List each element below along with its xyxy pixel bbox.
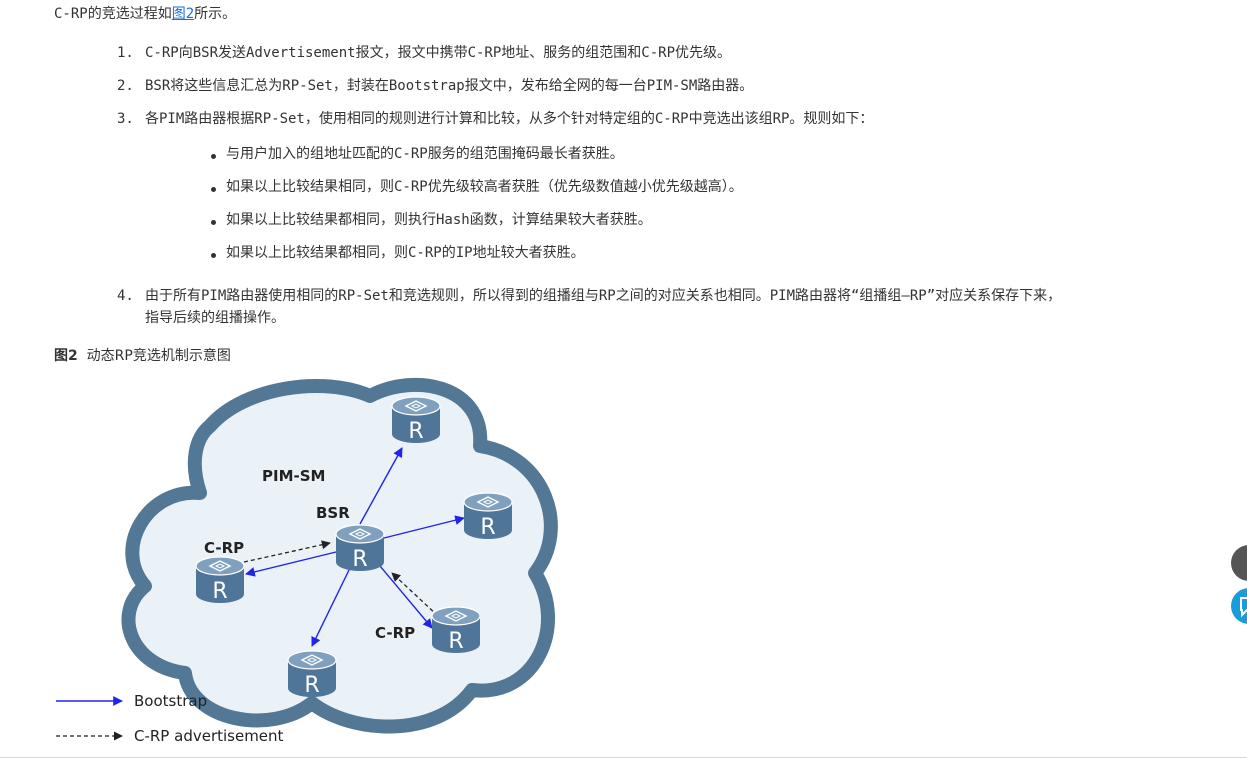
rule-text: 如果以上比较结果都相同，则C-RP的IP地址较大者获胜。 — [226, 245, 585, 261]
step-text: 由于所有PIM路由器使用相同的RP-Set和竞选规则，所以得到的组播组与RP之间… — [145, 288, 1062, 304]
bullet-icon — [211, 253, 216, 258]
bullet-icon — [211, 220, 216, 225]
svg-text:R: R — [408, 419, 423, 444]
rule-text: 与用户加入的组地址匹配的C-RP服务的组范围掩码最长者获胜。 — [226, 146, 624, 162]
feedback-icon[interactable] — [1231, 588, 1247, 624]
figure-caption-text: 动态RP竞选机制示意图 — [86, 348, 231, 364]
crp-adv-arrow-left — [243, 540, 331, 563]
svg-text:R: R — [212, 579, 227, 604]
bootstrap-arrow-right — [383, 515, 465, 539]
step-number: 4. — [117, 288, 134, 304]
step-text: 各PIM路由器根据RP-Set，使用相同的规则进行计算和比较，从多个针对特定组的… — [145, 111, 874, 127]
legend-bootstrap-label: Bootstrap — [134, 692, 207, 710]
step-number: 2. — [117, 78, 134, 94]
figure-link[interactable]: 图2 — [171, 6, 195, 22]
legend-crp-label: C-RP advertisement — [134, 727, 284, 745]
crp-router-icon-right: R — [431, 606, 481, 654]
bootstrap-arrow-bottom-right — [379, 565, 433, 629]
crp-router-icon-left: R — [195, 556, 245, 604]
bootstrap-arrow-left — [245, 551, 337, 577]
intro-before: C-RP的竞选过程如 — [54, 6, 172, 22]
crp-label-left: C-RP — [204, 539, 244, 557]
bullet-icon — [211, 154, 216, 159]
rule-text: 如果以上比较结果相同，则C-RP优先级较高者获胜（优先级数值越小优先级越高）。 — [226, 179, 743, 195]
bsr-label: BSR — [316, 504, 350, 522]
bottom-divider — [0, 757, 1247, 758]
figure-caption: 图2 动态RP竞选机制示意图 — [54, 346, 231, 366]
svg-text:R: R — [480, 515, 495, 540]
bootstrap-arrow-top — [359, 447, 403, 525]
rule-text: 如果以上比较结果都相同，则执行Hash函数，计算结果较大者获胜。 — [226, 212, 652, 228]
step-text: C-RP向BSR发送Advertisement报文，报文中携带C-RP地址、服务… — [145, 45, 732, 61]
intro-text: C-RP的竞选过程如图2所示。 — [54, 4, 236, 24]
bullet-icon — [211, 187, 216, 192]
step-number: 1. — [117, 45, 134, 61]
pim-sm-label: PIM-SM — [262, 467, 325, 485]
router-icon: R — [463, 492, 513, 540]
figure-number: 图2 — [54, 348, 78, 364]
help-icon[interactable]: ? — [1231, 545, 1247, 581]
legend: Bootstrap C-RP advertisement — [56, 692, 284, 745]
svg-text:R: R — [304, 673, 319, 698]
svg-text:R: R — [352, 547, 367, 572]
router-icon: R — [287, 650, 337, 698]
svg-text:R: R — [448, 629, 463, 654]
step-text-continued: 指导后续的组播操作。 — [145, 310, 285, 326]
router-icon: R — [391, 396, 441, 444]
step-text: BSR将这些信息汇总为RP-Set，封装在Bootstrap报文中，发布给全网的… — [145, 78, 754, 94]
rp-election-diagram: PIM-SM BSR C-RP C-RP R R R R R R Bootstr… — [56, 377, 558, 745]
intro-after: 所示。 — [194, 6, 237, 22]
crp-label-right: C-RP — [375, 624, 415, 642]
bsr-router-icon: R — [335, 524, 385, 572]
step-number: 3. — [117, 111, 134, 127]
bootstrap-arrow-bottom — [311, 567, 351, 647]
crp-adv-arrow-right — [391, 572, 439, 617]
